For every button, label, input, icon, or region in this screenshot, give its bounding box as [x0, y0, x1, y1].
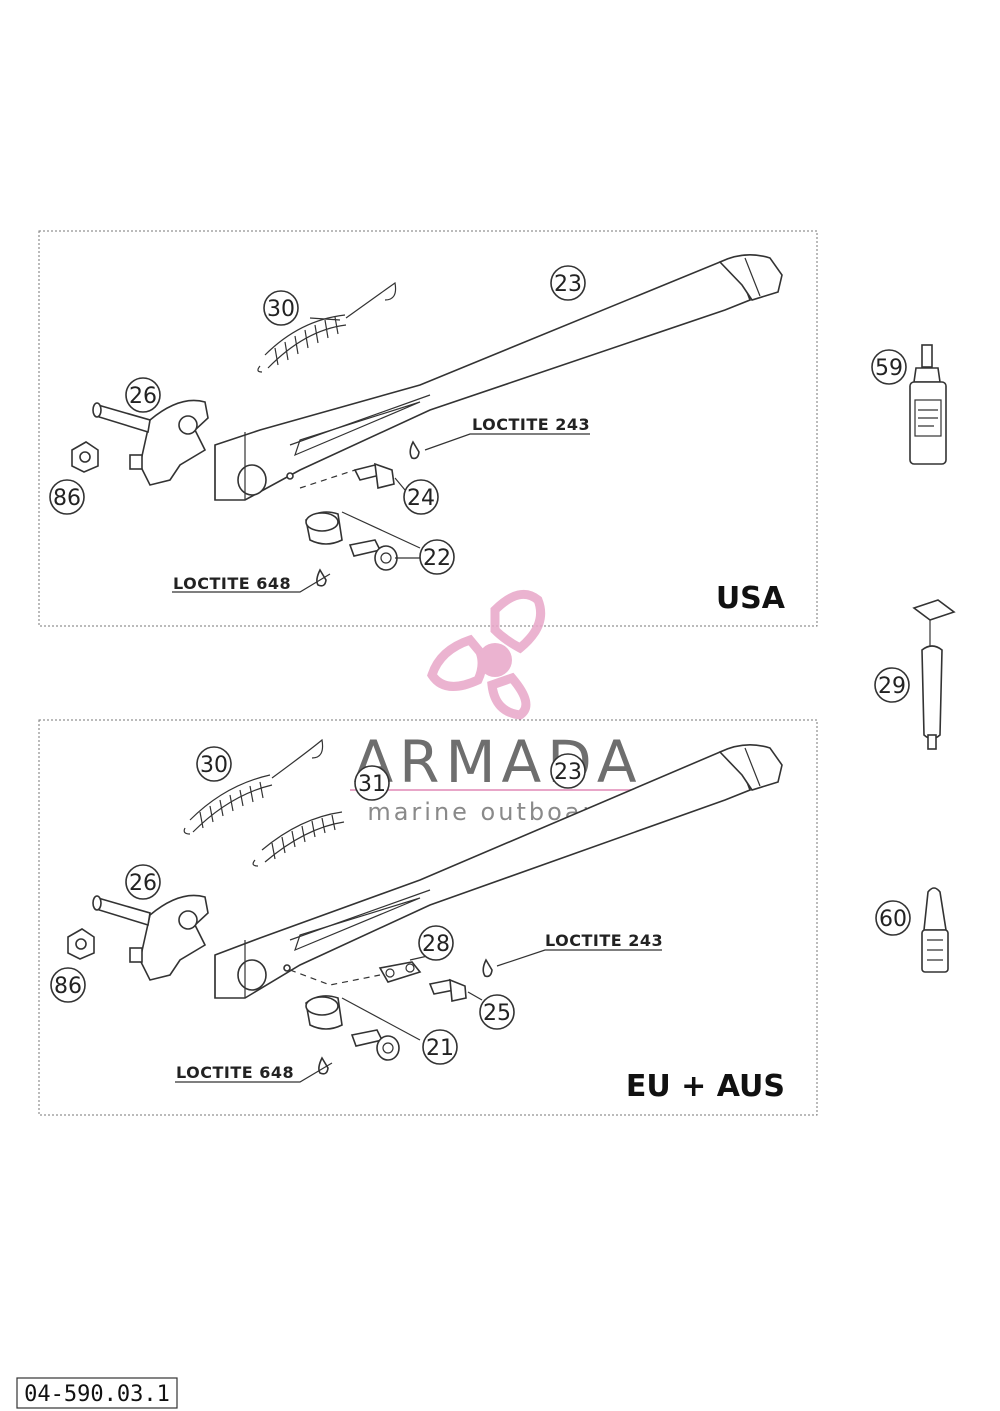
svg-text:28: 28: [422, 932, 450, 957]
callout-31: 31: [354, 765, 390, 801]
svg-text:26: 26: [129, 871, 157, 896]
screw-part: [299, 462, 395, 489]
loctite-648-label: LOCTITE 648: [176, 1063, 294, 1082]
usa-panel: 30 23 26 86 24 22 LOCTITE 243 LOCTITE 64…: [38, 230, 818, 627]
callout-26: 26: [125, 377, 161, 413]
region-label-eu-aus: EU + AUS: [626, 1069, 785, 1104]
side-stand-part: [214, 254, 783, 501]
nut-part: [71, 441, 99, 473]
callout-30: 30: [263, 290, 299, 326]
loctite-243-drop-icon: [482, 958, 493, 978]
svg-text:23: 23: [554, 272, 582, 297]
plate-part: [378, 961, 422, 983]
svg-text:60: 60: [879, 907, 907, 932]
svg-text:04-590.03.1: 04-590.03.1: [24, 1382, 170, 1407]
propeller-icon: [427, 589, 546, 720]
spring-part: [252, 811, 345, 867]
callout-24: 24: [403, 479, 439, 515]
loctite-648-label: LOCTITE 648: [173, 574, 291, 593]
callout-29: 29: [874, 667, 910, 703]
callout-21: 21: [422, 1029, 458, 1065]
callout-26: 26: [125, 864, 161, 900]
svg-text:21: 21: [426, 1036, 454, 1061]
callout-59: 59: [871, 349, 907, 385]
watermark: ARMADA marine outboards: [350, 589, 650, 826]
svg-text:30: 30: [200, 753, 228, 778]
drawing-code: 04-590.03.1: [16, 1377, 178, 1409]
side-stand-part: [214, 744, 783, 999]
screw-part: [428, 978, 467, 1002]
callout-86: 86: [49, 479, 85, 515]
callout-60: 60: [875, 900, 911, 936]
eu-panel: 30 31 23 26 86 28 25 21 LOCTI: [38, 719, 818, 1116]
svg-text:29: 29: [878, 674, 906, 699]
sleeve-bolt-part: [305, 511, 398, 571]
callout-22: 22: [419, 539, 455, 575]
svg-text:23: 23: [554, 760, 582, 785]
loctite-bottle-icon: [909, 344, 947, 465]
accessories: 59 29 60: [871, 344, 956, 973]
svg-text:22: 22: [423, 546, 451, 571]
usa-panel-border: [38, 230, 818, 627]
svg-text:86: 86: [53, 486, 81, 511]
svg-text:26: 26: [129, 384, 157, 409]
pivot-bracket-part: [92, 399, 209, 486]
loctite-243-label: LOCTITE 243: [545, 931, 663, 950]
svg-text:59: 59: [875, 356, 903, 381]
stand-tool-icon: [912, 599, 956, 750]
callout-30: 30: [196, 746, 232, 782]
svg-text:24: 24: [407, 486, 435, 511]
spring-part: [257, 281, 397, 373]
grease-tube-icon: [921, 887, 949, 973]
nut-part: [67, 928, 95, 960]
loctite-648-drop-icon: [316, 568, 327, 587]
spring-part: [183, 738, 324, 835]
pivot-bracket-part: [92, 894, 209, 981]
sleeve-bolt-part: [305, 995, 400, 1061]
watermark-title: ARMADA: [353, 728, 642, 796]
callout-23: 23: [550, 265, 586, 301]
loctite-243-drop-icon: [409, 440, 420, 460]
eu-panel-border: [38, 719, 818, 1116]
callout-86: 86: [50, 967, 86, 1003]
callout-25: 25: [479, 994, 515, 1030]
callout-23: 23: [550, 753, 586, 789]
svg-text:31: 31: [358, 772, 386, 797]
svg-text:30: 30: [267, 297, 295, 322]
callout-28: 28: [418, 925, 454, 961]
svg-text:25: 25: [483, 1001, 511, 1026]
loctite-243-label: LOCTITE 243: [472, 415, 590, 434]
svg-text:86: 86: [54, 974, 82, 999]
region-label-usa: USA: [716, 581, 786, 616]
